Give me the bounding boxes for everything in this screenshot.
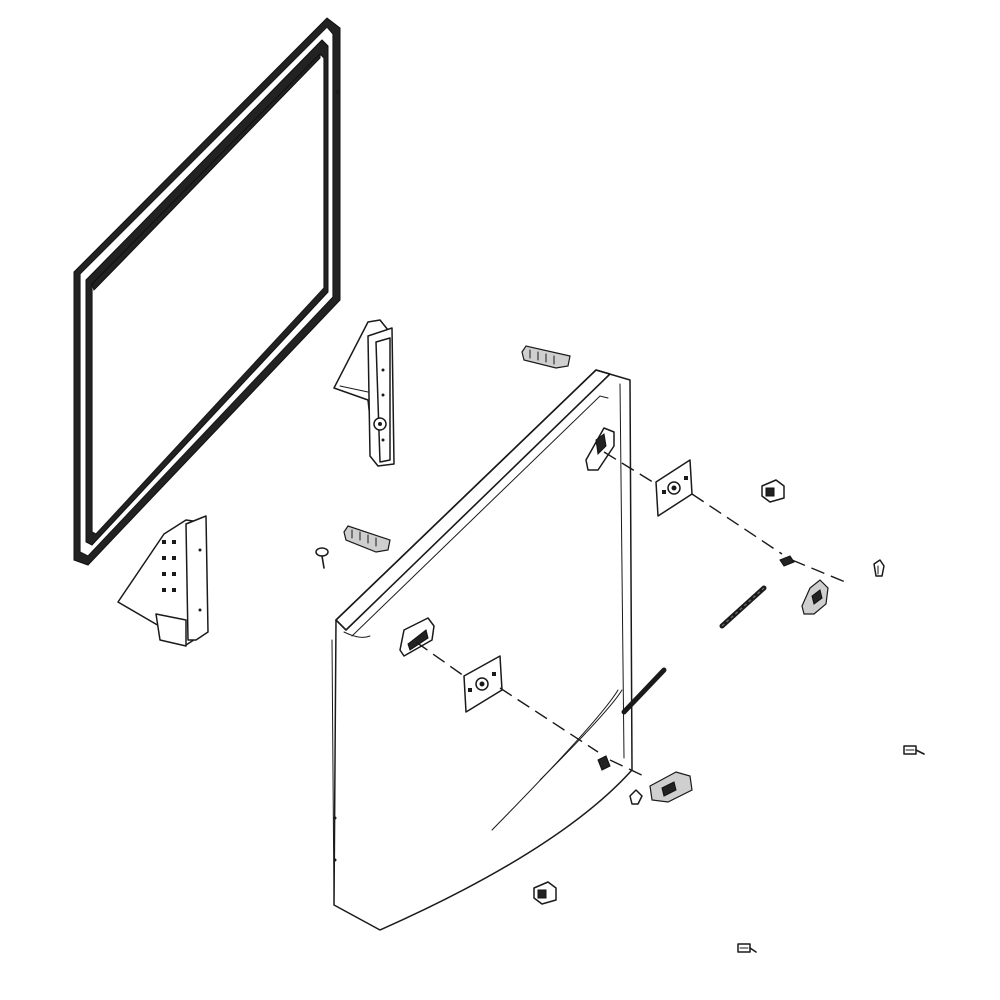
upper-clip	[761, 479, 785, 503]
lower-door-cap	[399, 617, 435, 657]
right-screw	[903, 745, 925, 755]
lower-pin	[629, 789, 643, 805]
lower-hinge-bracket	[117, 515, 209, 647]
upper-rod	[719, 585, 767, 629]
upper-hinge-plate	[655, 459, 693, 517]
upper-spring	[779, 555, 795, 567]
upper-shim-strip	[521, 345, 571, 369]
assembly-lines	[415, 451, 851, 779]
lower-cam	[649, 771, 693, 803]
lower-spring	[597, 755, 611, 771]
upper-door-cap	[585, 427, 615, 471]
lower-shim-strip	[343, 525, 391, 553]
small-screw	[315, 547, 329, 569]
bottom-clip	[533, 881, 557, 905]
upper-cam	[801, 579, 829, 615]
door-panel	[331, 369, 633, 931]
lower-rod	[621, 667, 667, 715]
door-gasket	[73, 17, 341, 566]
bottom-screw	[737, 943, 757, 953]
upper-hinge-bracket	[333, 319, 395, 467]
upper-pin	[873, 559, 885, 577]
